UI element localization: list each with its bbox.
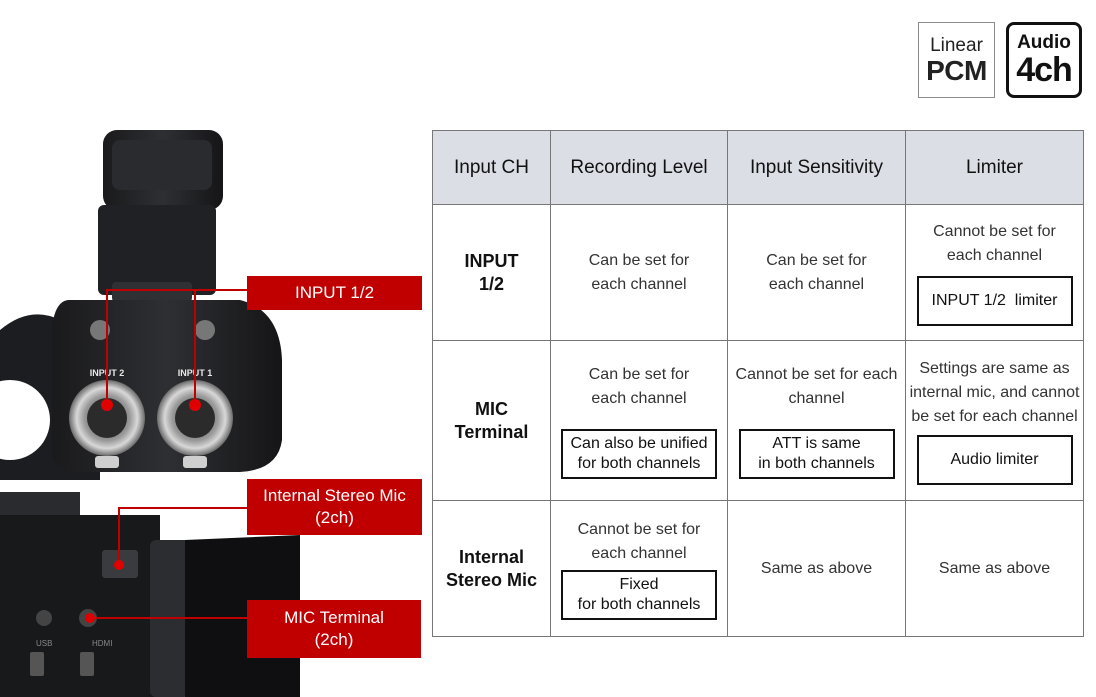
cell-text-line: Cannot be set for <box>933 222 1056 240</box>
audio-4ch-badge-line1: Audio <box>1017 32 1071 53</box>
input2-label: INPUT 2 <box>90 368 125 378</box>
mic-terminal-callout-line1: MIC Terminal <box>284 608 384 627</box>
input1-label: INPUT 1 <box>178 368 213 378</box>
note-line: Audio limiter <box>950 450 1039 468</box>
note-box: Can also be unified for both channels <box>561 428 717 479</box>
cell-text-line: each channel <box>591 544 687 562</box>
table-row-internal-stereo-mic: Internal Stereo Mic Cannot be set for ea… <box>432 500 1084 637</box>
input-1-2-callout-text: INPUT 1/2 <box>294 283 375 302</box>
internal-stereo-mic-callout-line1: Internal Stereo Mic <box>263 486 406 505</box>
note-box: INPUT 1/2 limiter <box>916 275 1073 326</box>
internal-stereo-mic-callout: Internal Stereo Mic (2ch) <box>247 479 422 535</box>
row-head-line: INPUT <box>464 250 519 271</box>
cell-text-line: each channel <box>591 275 687 293</box>
linear-pcm-badge-line1: Linear <box>930 34 983 56</box>
note-line: Fixed <box>619 575 659 593</box>
row-head-mic-terminal: MIC Terminal <box>432 340 551 501</box>
header-recording-level: Recording Level <box>550 130 728 205</box>
cell-input-recording-level: Can be set for each channel <box>550 204 728 341</box>
headphone-jack <box>36 610 52 626</box>
cell-mic-sensitivity: Cannot be set for each channel ATT is sa… <box>727 340 906 501</box>
audio-4ch-badge-line2: 4ch <box>1016 51 1073 89</box>
row-head-internal-stereo-mic: Internal Stereo Mic <box>432 500 551 637</box>
handle-joint <box>112 282 192 302</box>
row-head-line: Internal <box>458 546 524 567</box>
lens-focus-ring <box>150 540 190 697</box>
internal-mic-grille <box>102 550 138 578</box>
note-line: INPUT 1/2 limiter <box>931 291 1058 309</box>
row-head-line: 1/2 <box>478 273 505 294</box>
row-head-line: Stereo Mic <box>445 569 538 590</box>
camera-grip-cutout <box>0 380 50 460</box>
note-line: ATT is same <box>772 434 861 452</box>
table-row-input-1-2: INPUT 1/2 Can be set for each channel Ca… <box>432 204 1084 341</box>
cell-text-line: Settings are same as <box>919 359 1070 377</box>
cell-text-line: Can be set for <box>766 251 867 269</box>
table-row-mic-terminal: MIC Terminal Can be set for each channel… <box>432 340 1084 501</box>
xlr-input2-latch <box>95 456 119 468</box>
hdmi-port <box>80 652 94 676</box>
panel-screw-left <box>90 320 110 340</box>
hdmi-label: HDMI <box>92 639 112 648</box>
cell-text-line: Same as above <box>760 559 873 577</box>
note-box: Audio limiter <box>916 434 1073 485</box>
cell-mic-recording-level: Can be set for each channel Can also be … <box>550 340 728 501</box>
cell-text-line: Same as above <box>938 559 1051 577</box>
cell-text-line: each channel <box>768 275 865 293</box>
audio-4ch-badge: Audio 4ch <box>1006 22 1082 98</box>
cell-text-line: be set for each channel <box>911 407 1078 425</box>
internal-stereo-mic-callout-line2: (2ch) <box>315 508 354 527</box>
xlr-input1-latch <box>183 456 207 468</box>
header-limiter: Limiter <box>905 130 1084 205</box>
note-box: ATT is same in both channels <box>738 428 895 479</box>
mic-holder-clamp <box>112 140 212 190</box>
mic-holder-arm <box>98 205 216 295</box>
cell-text-line: Cannot be set for <box>577 520 701 538</box>
cell-input-sensitivity: Can be set for each channel <box>727 204 906 341</box>
cell-text-line: internal mic, and cannot <box>909 383 1080 401</box>
cell-internal-recording-level: Cannot be set for each channel Fixed for… <box>550 500 728 637</box>
cell-text-line: each channel <box>946 246 1043 264</box>
row-head-line: Terminal <box>454 421 529 442</box>
xlr-input2-socket <box>87 398 127 438</box>
cell-mic-limiter: Settings are same as internal mic, and c… <box>905 340 1084 501</box>
audio-settings-table: Input CH Recording Level Input Sensitivi… <box>432 130 1084 637</box>
panel-screw-right <box>195 320 215 340</box>
cell-text-line: Can be set for <box>588 365 690 383</box>
usb-port <box>30 652 44 676</box>
cell-text-line: channel <box>788 389 845 407</box>
mic-terminal-callout: MIC Terminal (2ch) <box>247 600 421 658</box>
note-box: Fixed for both channels <box>561 569 717 620</box>
mic-terminal-callout-line2: (2ch) <box>314 630 354 649</box>
mic-terminal-jack <box>79 609 97 627</box>
row-head-input-1-2: INPUT 1/2 <box>432 204 551 341</box>
cell-text-line: Can be set for <box>588 251 690 269</box>
table-header-row: Input CH Recording Level Input Sensitivi… <box>432 130 1084 205</box>
cell-input-limiter: Cannot be set for each channel INPUT 1/2… <box>905 204 1084 341</box>
linear-pcm-badge: Linear PCM <box>918 22 995 98</box>
note-line: Can also be unified <box>570 434 708 452</box>
header-input-sensitivity: Input Sensitivity <box>727 130 906 205</box>
xlr-input1-socket <box>175 398 215 438</box>
row-head-line: MIC <box>475 398 508 419</box>
header-input-ch: Input CH <box>432 130 551 205</box>
note-line: for both channels <box>577 454 701 472</box>
note-line: in both channels <box>758 454 875 472</box>
note-line: for both channels <box>577 595 701 613</box>
cell-text-line: each channel <box>591 389 687 407</box>
linear-pcm-badge-line2: PCM <box>926 54 987 86</box>
cell-internal-limiter: Same as above <box>905 500 1084 637</box>
usb-label: USB <box>36 639 52 648</box>
cell-text-line: Cannot be set for each <box>735 365 898 383</box>
input-1-2-callout: INPUT 1/2 <box>247 276 422 310</box>
cell-internal-sensitivity: Same as above <box>727 500 906 637</box>
